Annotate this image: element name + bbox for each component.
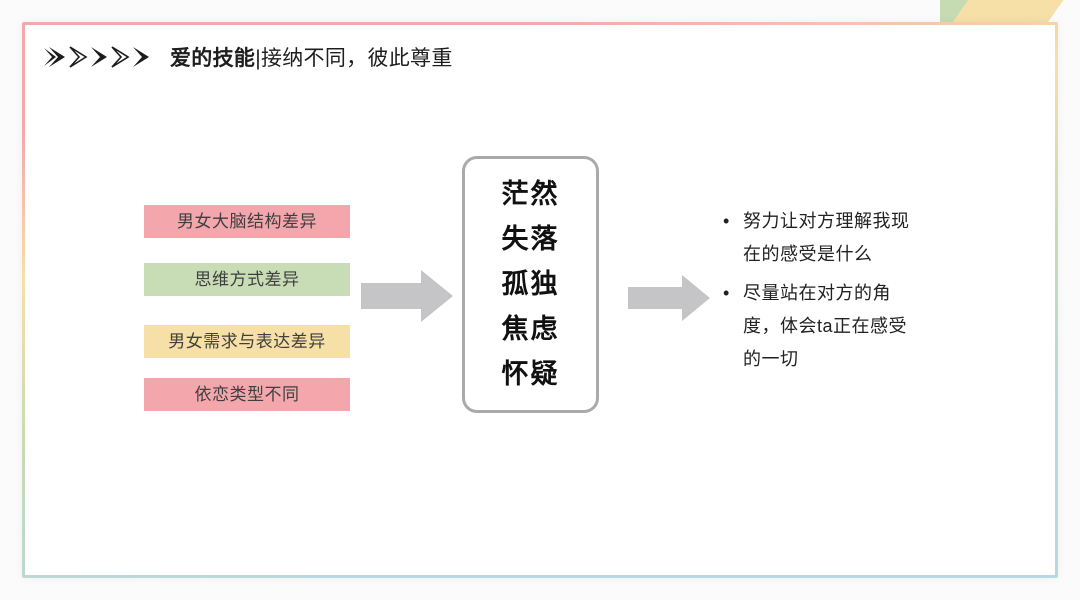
list-item: • 尽量站在对方的角度，体会ta正在感受的一切 xyxy=(723,277,973,376)
cause-label-thinking-style: 思维方式差异 xyxy=(144,263,350,296)
double-chevron-right-icon xyxy=(43,46,156,68)
emotion-item: 茫然 xyxy=(501,179,560,209)
action-bullet-list: • 努力让对方理解我现在的感受是什么 • 尽量站在对方的角度，体会ta正在感受的… xyxy=(723,205,973,382)
arrow-emotions-to-actions-icon xyxy=(628,273,710,328)
page-title-sub: |接纳不同，彼此尊重 xyxy=(255,47,453,70)
action-text: 努力让对方理解我现在的感受是什么 xyxy=(743,211,910,264)
gradient-frame-border: 爱的技能|接纳不同，彼此尊重 男女大脑结构差异 思维方式差异 男女需求与表达差异… xyxy=(22,22,1058,578)
action-text: 尽量站在对方的角度，体会ta正在感受的一切 xyxy=(743,283,908,369)
emotion-item: 孤独 xyxy=(501,269,560,299)
stripe-blue xyxy=(90,585,140,600)
stripe-pink xyxy=(940,0,1080,15)
cause-label-needs-expression: 男女需求与表达差异 xyxy=(144,325,350,358)
cause-label-brain-structure: 男女大脑结构差异 xyxy=(144,205,350,238)
slide-content-area: 爱的技能|接纳不同，彼此尊重 男女大脑结构差异 思维方式差异 男女需求与表达差异… xyxy=(25,25,1055,575)
page-title-main: 爱的技能 xyxy=(170,47,256,70)
list-item: • 努力让对方理解我现在的感受是什么 xyxy=(723,205,973,271)
emotion-item: 失落 xyxy=(501,224,560,254)
emotions-box: 茫然 失落 孤独 焦虑 怀疑 xyxy=(462,156,599,413)
bullet-dot-icon: • xyxy=(723,283,730,303)
emotion-item: 怀疑 xyxy=(501,359,560,389)
slide-header: 爱的技能|接纳不同，彼此尊重 xyxy=(43,37,453,77)
cause-label-attachment-type: 依恋类型不同 xyxy=(144,378,350,411)
bullet-dot-icon: • xyxy=(723,211,730,231)
arrow-causes-to-emotions-icon xyxy=(361,267,453,330)
page-title: 爱的技能|接纳不同，彼此尊重 xyxy=(170,42,453,72)
emotion-item: 焦虑 xyxy=(501,314,560,344)
